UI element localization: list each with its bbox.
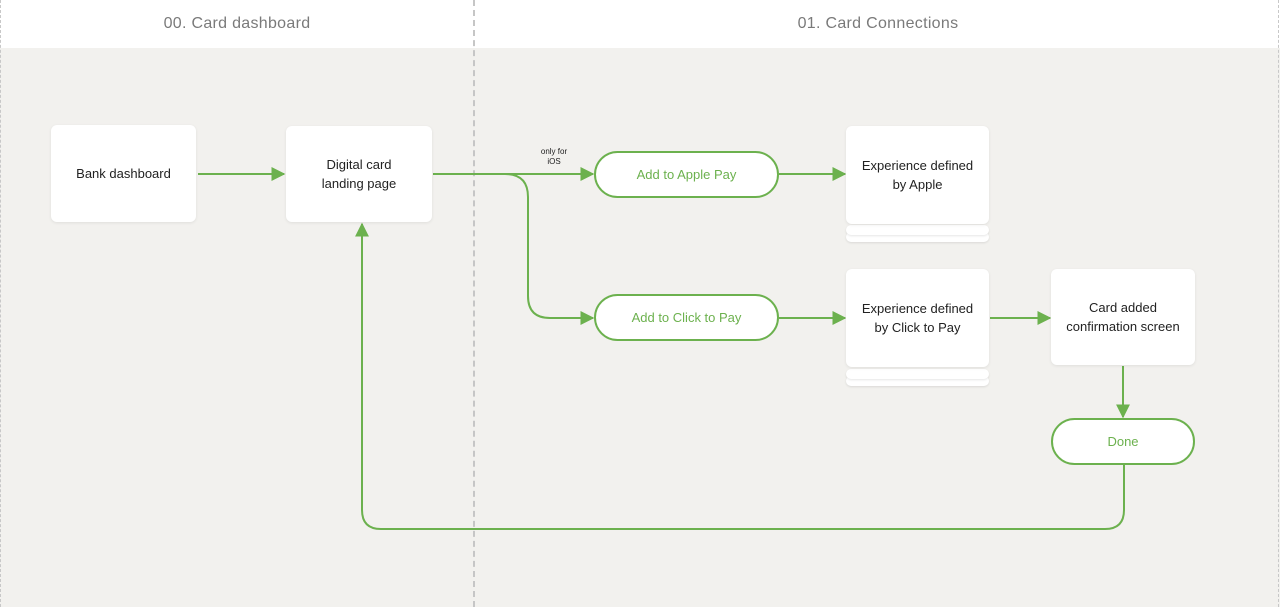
ctp-exp-stack-layer xyxy=(846,376,989,386)
experience-apple-node[interactable]: Experience defined by Apple xyxy=(846,126,989,224)
landing-page-label-line1: Digital card xyxy=(326,156,392,172)
ctp-exp-stack-layer xyxy=(846,369,989,379)
add-to-apple-pay-node[interactable]: Add to Apple Pay xyxy=(594,151,779,198)
left-edge-divider xyxy=(0,0,1,607)
apple-exp-stack-layer xyxy=(846,225,989,235)
arrow-landing-to-click xyxy=(504,173,595,325)
landing-page-label-line2: landing page xyxy=(321,176,397,191)
experience-apple-label-line2: by Apple xyxy=(892,177,943,192)
lane-title-card-dashboard: 00. Card dashboard xyxy=(163,15,311,32)
bank-dashboard-node[interactable]: Bank dashboard xyxy=(51,125,196,222)
bank-dashboard-label: Bank dashboard xyxy=(76,165,171,181)
confirmation-label-line1: Card added xyxy=(1089,299,1157,315)
ios-note-line1: only for xyxy=(540,147,568,156)
experience-ctp-label-line1: Experience defined xyxy=(861,300,974,316)
confirmation-screen-node[interactable]: Card added confirmation screen xyxy=(1051,269,1195,365)
landing-page-node[interactable]: Digital card landing page xyxy=(286,126,432,222)
lane-title-card-connections: 01. Card Connections xyxy=(797,15,959,32)
right-edge-divider xyxy=(1278,0,1279,607)
apple-exp-stack-layer xyxy=(846,232,989,242)
experience-click-to-pay-node[interactable]: Experience defined by Click to Pay xyxy=(846,269,989,367)
experience-apple-label-line1: Experience defined xyxy=(861,157,974,173)
swimlane-header: 00. Card dashboard 01. Card Connections xyxy=(0,0,1280,48)
add-to-click-to-pay-node[interactable]: Add to Click to Pay xyxy=(594,294,779,341)
click-to-pay-label: Add to Click to Pay xyxy=(631,310,742,325)
done-label: Done xyxy=(1107,434,1139,449)
ios-only-note: only for iOS xyxy=(529,147,579,166)
confirmation-label-line2: confirmation screen xyxy=(1066,319,1180,334)
arrow-done-to-landing xyxy=(355,222,1125,530)
apple-pay-label: Add to Apple Pay xyxy=(636,167,737,182)
lane-divider xyxy=(473,0,475,607)
done-node[interactable]: Done xyxy=(1051,418,1195,465)
ios-note-line2: iOS xyxy=(547,156,561,166)
experience-ctp-label-line2: by Click to Pay xyxy=(874,320,961,335)
